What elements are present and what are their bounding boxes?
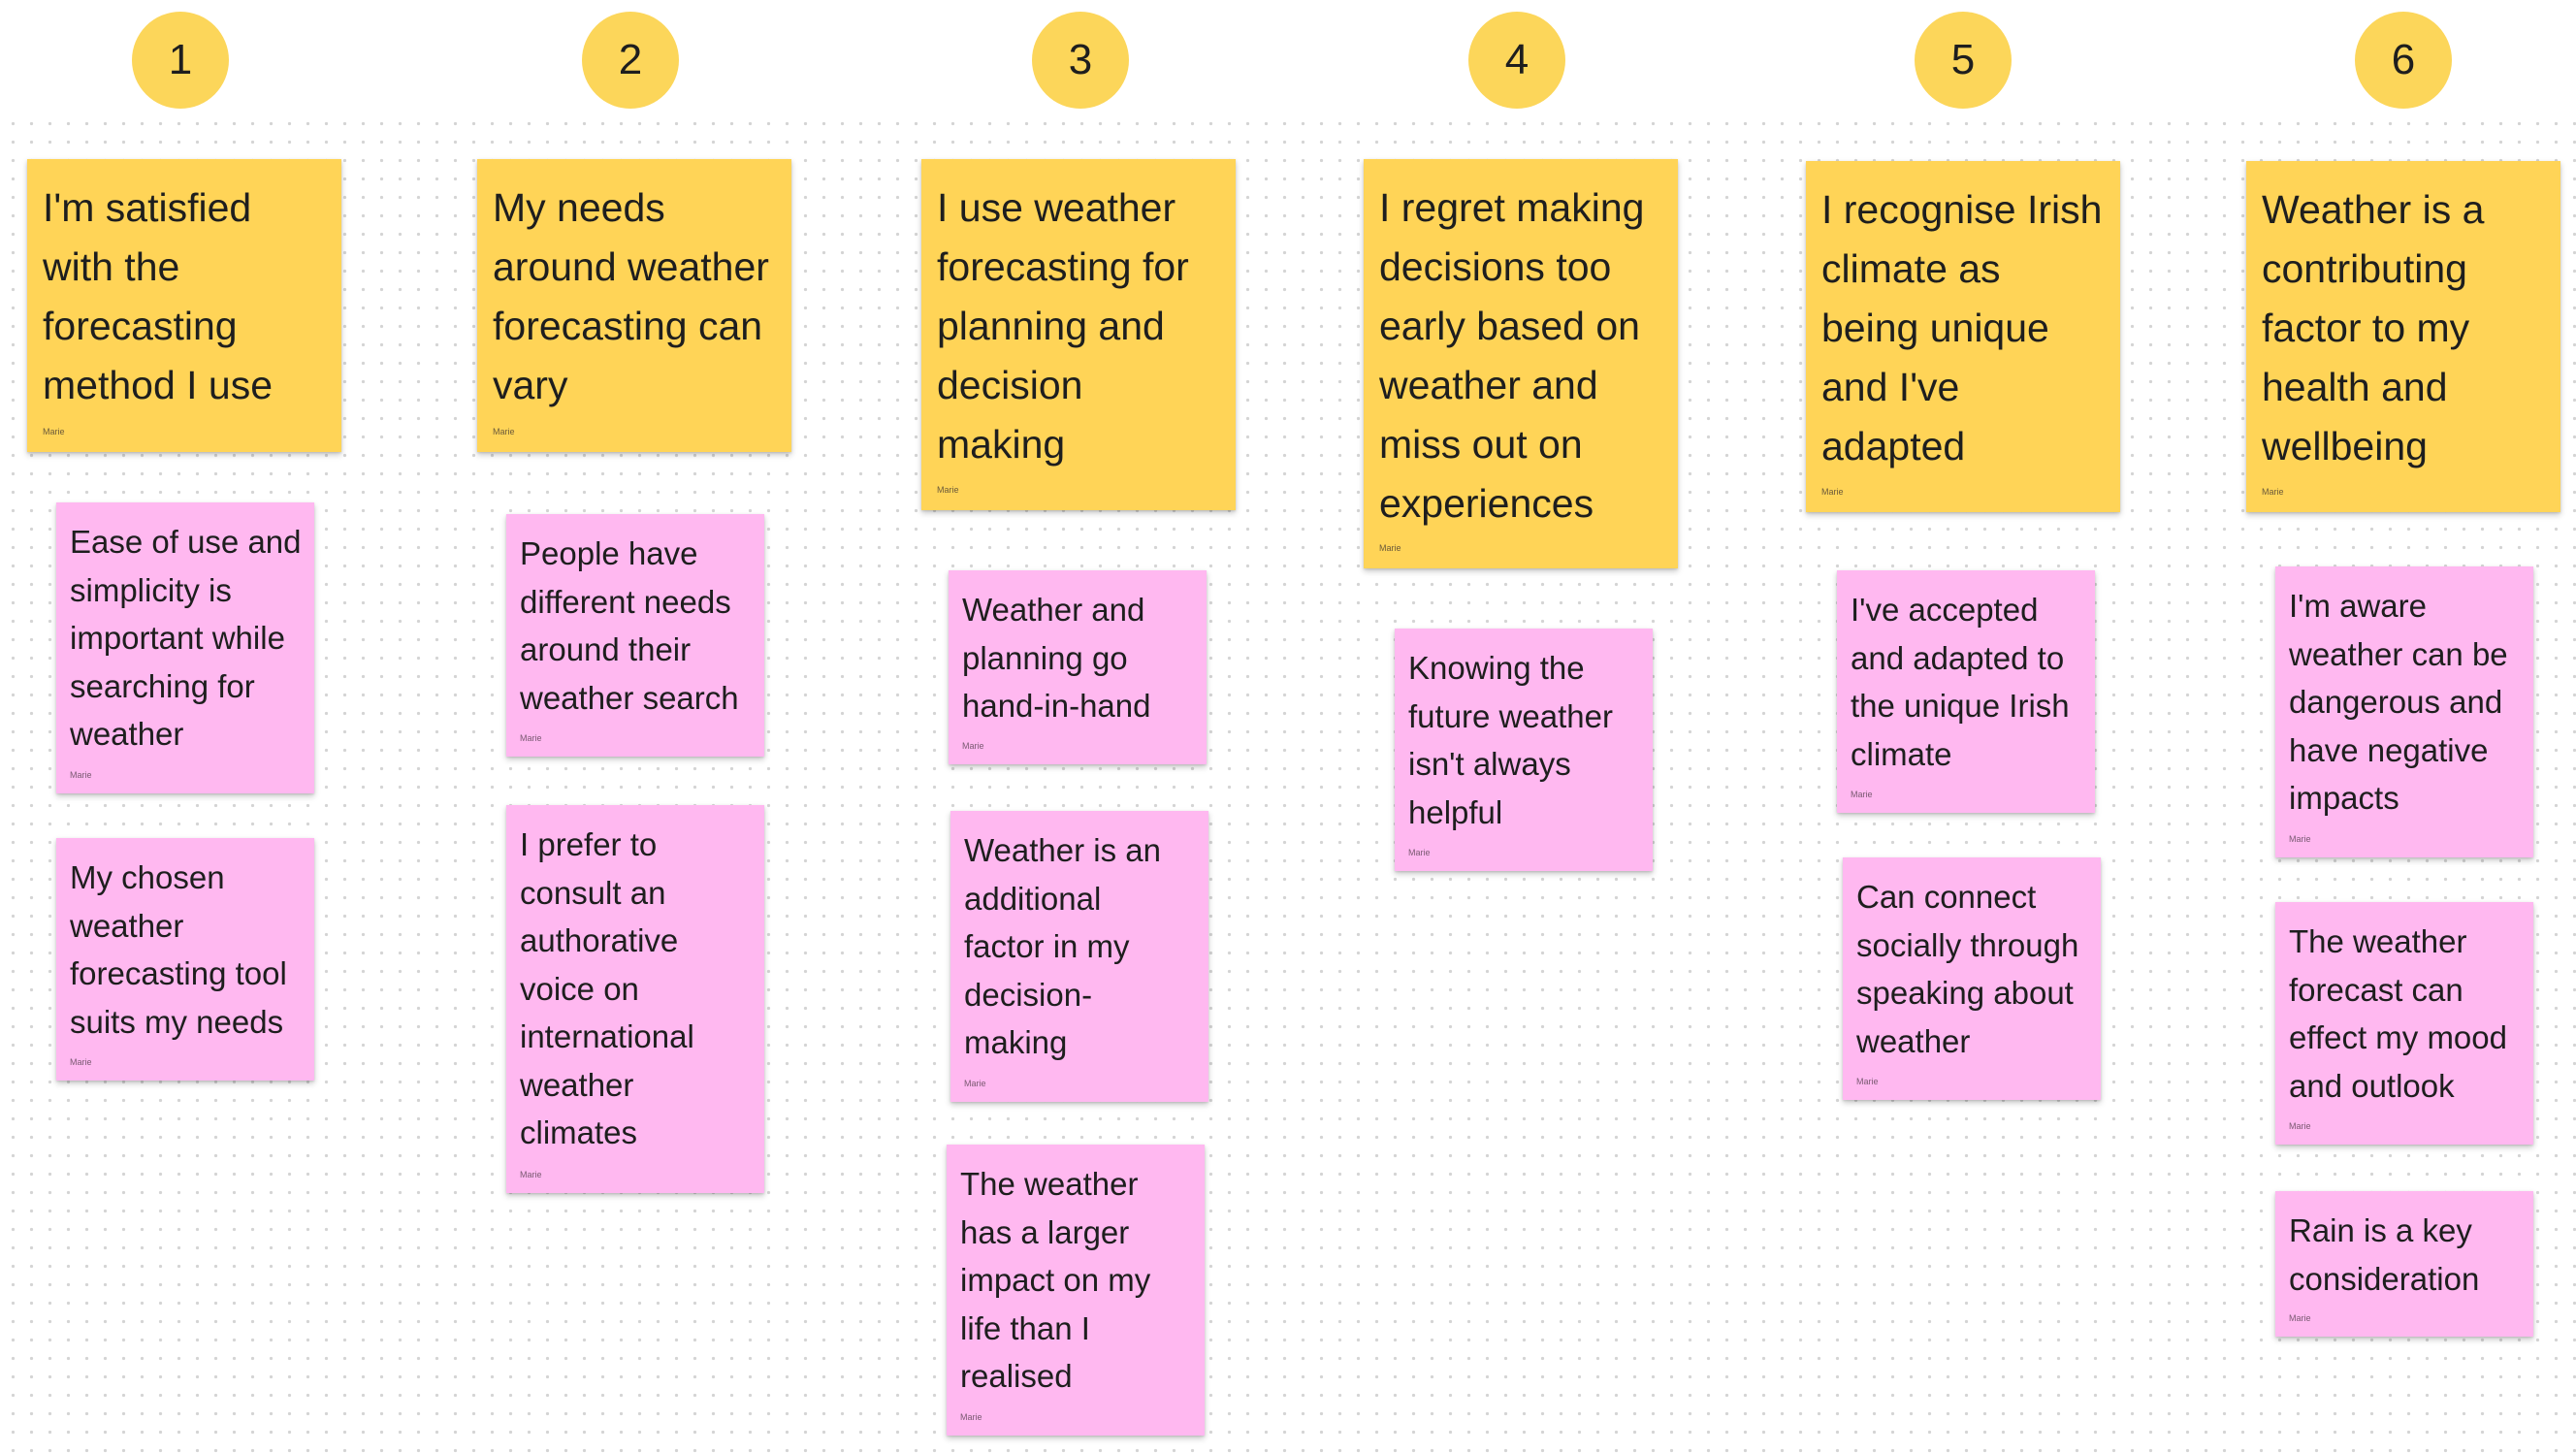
note-author: Marie: [520, 733, 542, 743]
insight-note-text: Weather is an additional factor in my de…: [964, 832, 1161, 1060]
canvas-header-area: [0, 0, 2576, 109]
insight-sticky-note[interactable]: Can connect socially through speaking ab…: [1843, 857, 2101, 1100]
insight-sticky-note[interactable]: Weather and planning go hand-in-hand Mar…: [949, 570, 1207, 764]
insight-sticky-note[interactable]: The weather forecast can effect my mood …: [2275, 902, 2533, 1145]
theme-sticky-note[interactable]: Weather is a contributing factor to my h…: [2246, 161, 2560, 512]
insight-sticky-note[interactable]: People have different needs around their…: [506, 514, 764, 757]
insight-sticky-note[interactable]: The weather has a larger impact on my li…: [947, 1145, 1205, 1436]
note-author: Marie: [964, 1079, 986, 1088]
insight-sticky-note[interactable]: I've accepted and adapted to the unique …: [1837, 570, 2095, 813]
insight-sticky-note[interactable]: I prefer to consult an authorative voice…: [506, 805, 764, 1193]
note-author: Marie: [1379, 543, 1401, 553]
insight-note-text: I prefer to consult an authorative voice…: [520, 826, 694, 1150]
theme-note-text: I regret making decisions too early base…: [1379, 185, 1645, 526]
insight-note-text: Weather and planning go hand-in-hand: [962, 592, 1151, 724]
note-author: Marie: [520, 1170, 542, 1179]
note-author: Marie: [960, 1412, 982, 1422]
insight-note-text: I've accepted and adapted to the unique …: [1851, 592, 2070, 772]
insight-note-text: Knowing the future weather isn't always …: [1408, 650, 1613, 830]
insight-sticky-note[interactable]: Knowing the future weather isn't always …: [1395, 629, 1653, 871]
insight-sticky-note[interactable]: I'm aware weather can be dangerous and h…: [2275, 566, 2533, 857]
insight-note-text: Rain is a key consideration: [2289, 1212, 2480, 1297]
insight-note-text: The weather has a larger impact on my li…: [960, 1166, 1151, 1394]
note-author: Marie: [2289, 834, 2311, 844]
cluster-number-badge[interactable]: 6: [2355, 12, 2452, 109]
cluster-number-badge[interactable]: 5: [1915, 12, 2012, 109]
insight-note-text: Can connect socially through speaking ab…: [1856, 879, 2079, 1059]
note-author: Marie: [1851, 790, 1873, 799]
theme-sticky-note[interactable]: I use weather forecasting for planning a…: [921, 159, 1236, 510]
insight-sticky-note[interactable]: Weather is an additional factor in my de…: [950, 811, 1208, 1102]
cluster-number-badge[interactable]: 1: [132, 12, 229, 109]
insight-note-text: I'm aware weather can be dangerous and h…: [2289, 588, 2508, 816]
insight-note-text: The weather forecast can effect my mood …: [2289, 923, 2507, 1104]
theme-sticky-note[interactable]: I regret making decisions too early base…: [1364, 159, 1678, 568]
insight-note-text: My chosen weather forecasting tool suits…: [70, 859, 287, 1040]
theme-note-text: I use weather forecasting for planning a…: [937, 185, 1189, 467]
note-author: Marie: [962, 741, 984, 751]
insight-sticky-note[interactable]: Ease of use and simplicity is important …: [56, 502, 314, 793]
insight-note-text: People have different needs around their…: [520, 535, 739, 716]
note-author: Marie: [2262, 487, 2284, 497]
theme-sticky-note[interactable]: I'm satisfied with the forecasting metho…: [27, 159, 341, 452]
note-author: Marie: [493, 427, 515, 436]
insight-sticky-note[interactable]: Rain is a key consideration Marie: [2275, 1191, 2533, 1337]
note-author: Marie: [70, 1057, 92, 1067]
cluster-number-badge[interactable]: 4: [1468, 12, 1565, 109]
note-author: Marie: [1856, 1077, 1879, 1086]
cluster-number-badge[interactable]: 2: [582, 12, 679, 109]
insight-note-text: Ease of use and simplicity is important …: [70, 524, 302, 752]
note-author: Marie: [1821, 487, 1844, 497]
note-author: Marie: [2289, 1313, 2311, 1323]
theme-note-text: My needs around weather forecasting can …: [493, 185, 769, 407]
theme-note-text: Weather is a contributing factor to my h…: [2262, 187, 2485, 468]
note-author: Marie: [1408, 848, 1431, 857]
note-author: Marie: [2289, 1121, 2311, 1131]
note-author: Marie: [937, 485, 959, 495]
theme-sticky-note[interactable]: I recognise Irish climate as being uniqu…: [1806, 161, 2120, 512]
note-author: Marie: [70, 770, 92, 780]
note-author: Marie: [43, 427, 65, 436]
cluster-number-badge[interactable]: 3: [1032, 12, 1129, 109]
insight-sticky-note[interactable]: My chosen weather forecasting tool suits…: [56, 838, 314, 1081]
theme-sticky-note[interactable]: My needs around weather forecasting can …: [477, 159, 791, 452]
theme-note-text: I'm satisfied with the forecasting metho…: [43, 185, 274, 407]
theme-note-text: I recognise Irish climate as being uniqu…: [1821, 187, 2103, 468]
